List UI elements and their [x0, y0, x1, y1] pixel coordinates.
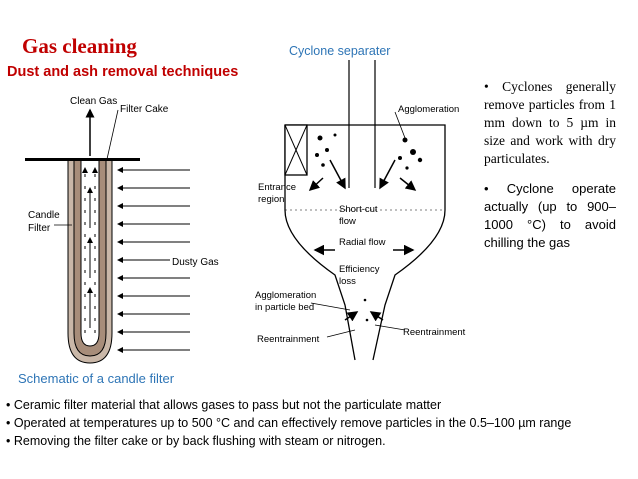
agglomeration-pointer [394, 111, 406, 139]
reentrainment-right-pointer [374, 324, 406, 331]
efficiency-label-2: loss [339, 276, 356, 287]
bullet-item: • Removing the filter cake or by back fl… [6, 434, 386, 448]
bed-pointer [310, 302, 351, 311]
inner-flow-arrows [82, 167, 98, 333]
dusty-gas-label: Dusty Gas [172, 257, 219, 268]
slide-subtitle: Dust and ash removal techniques [7, 64, 239, 80]
candle-bullets: • Ceramic filter material that allows ga… [6, 396, 606, 450]
inlet-cross-2 [284, 124, 308, 176]
dusty-gas-arrows [117, 167, 190, 353]
agglomeration-bed-label-2: in particle bed [255, 302, 314, 313]
clean-gas-label: Clean Gas [70, 96, 117, 107]
cyclone-note-1: • Cyclones generally remove particles fr… [484, 79, 616, 166]
cyclone-title: Cyclone separater [289, 44, 391, 58]
short-cut-label-1: Short-cut [339, 204, 378, 215]
slide-title: Gas cleaning [22, 34, 137, 58]
cyclone-note-2: • Cyclone operate actually (up to 900–10… [484, 181, 616, 250]
particles [315, 133, 423, 322]
filter-cake-label: Filter Cake [120, 104, 169, 115]
agglomeration-bed-label-1: Agglomeration [255, 290, 316, 301]
bullet-item: • Operated at temperatures up to 500 °C … [6, 416, 572, 430]
cyclone-body [284, 124, 446, 361]
entrance-label-2: region [258, 194, 284, 205]
cyclone-notes: • Cyclones generally remove particles fr… [484, 78, 616, 264]
candle-filter-diagram: Clean Gas Filter Cake Dusty Gas Candle F… [25, 96, 219, 364]
bullet-item: • Ceramic filter material that allows ga… [6, 398, 442, 412]
flow-arrows [308, 159, 417, 322]
reentrainment-left-pointer [326, 329, 356, 338]
candle-caption: Schematic of a candle filter [18, 371, 175, 386]
reentrainment-right-label: Reentrainment [403, 327, 466, 338]
entrance-label-1: Entrance [258, 182, 296, 193]
reentrainment-left-label: Reentrainment [257, 334, 320, 345]
candle-filter-label-2: Filter [28, 223, 51, 234]
agglomeration-label: Agglomeration [398, 104, 459, 115]
top-plate [25, 158, 140, 161]
short-cut-label-2: flow [339, 216, 356, 227]
candle-filter-label-1: Candle [28, 210, 60, 221]
radial-flow-label: Radial flow [339, 237, 386, 248]
cyclone-diagram: Agglomeration Entrance region Short-cut … [255, 60, 466, 361]
efficiency-label-1: Efficiency [339, 264, 380, 275]
filter-cake-pointer [104, 109, 119, 169]
